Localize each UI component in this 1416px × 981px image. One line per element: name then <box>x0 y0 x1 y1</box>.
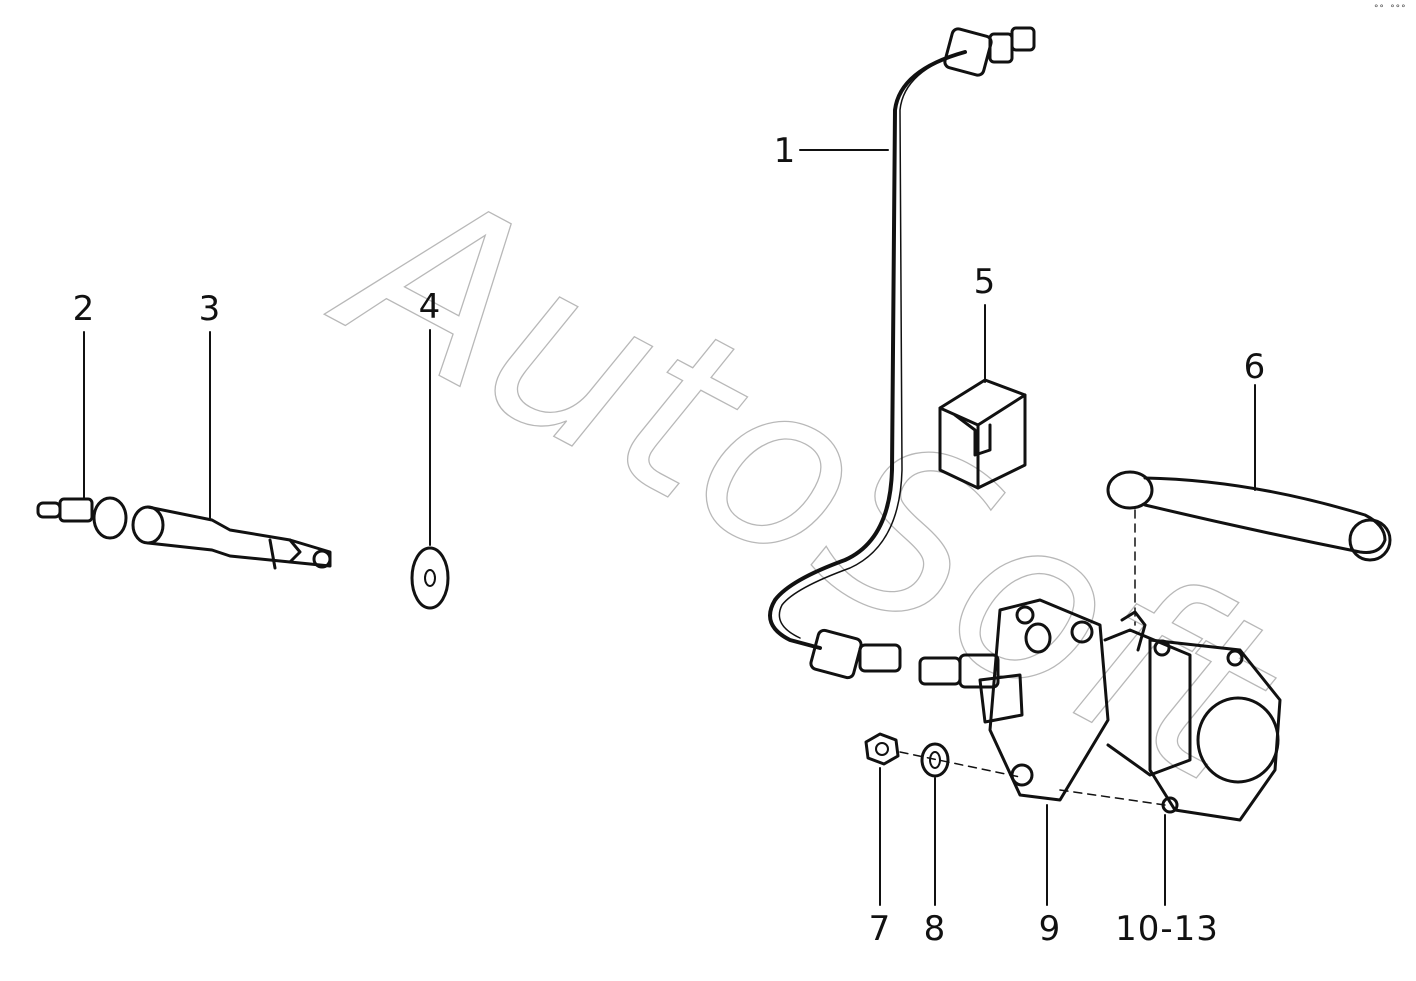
callout-10-13: 10-13 <box>1115 909 1219 949</box>
alignment-lines <box>899 509 1166 806</box>
part-9-valve-body <box>918 598 1192 802</box>
callout-4: 4 <box>418 287 442 327</box>
corner-mark: °° °°° <box>1373 4 1406 14</box>
part-1-pipe <box>768 26 1036 680</box>
callout-8: 8 <box>923 909 947 949</box>
callout-5: 5 <box>973 262 997 302</box>
part-7-nut <box>864 732 900 766</box>
callout-7: 7 <box>868 909 892 949</box>
part-8-spring-washer <box>920 742 950 778</box>
leader-lines <box>83 149 1256 906</box>
part-6-handle <box>1106 470 1392 562</box>
part-2-nipple <box>36 496 128 540</box>
callout-9: 9 <box>1038 909 1062 949</box>
part-4-washer <box>410 546 450 610</box>
part-10-13-gasket <box>1148 638 1282 822</box>
part-3-shaft <box>131 505 332 570</box>
watermark-text: AutoSoft <box>298 127 1318 838</box>
callout-2: 2 <box>72 289 96 329</box>
watermark: AutoSoft <box>297 126 1318 838</box>
callout-6: 6 <box>1243 347 1267 387</box>
callout-1: 1 <box>773 131 797 171</box>
callout-3: 3 <box>198 289 222 329</box>
